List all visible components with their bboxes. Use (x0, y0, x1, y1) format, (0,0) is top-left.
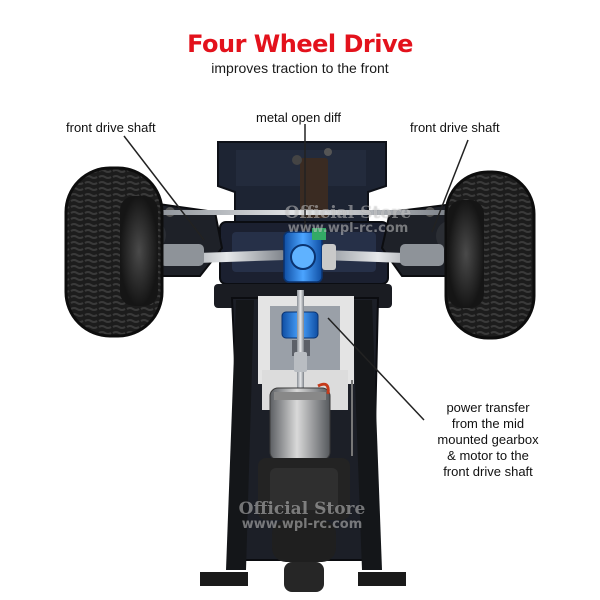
watermark-line1: Official Store (284, 203, 412, 223)
callout-right-front-drive-shaft: front drive shaft (410, 120, 500, 135)
headline-subtitle: improves traction to the front (211, 60, 389, 76)
headline-title: Four Wheel Drive (187, 30, 413, 58)
watermark: Official Store www.wpl-rc.com (222, 500, 382, 532)
watermark: Official Store www.wpl-rc.com (268, 204, 428, 236)
callout-power-transfer: power transfer from the mid mounted gear… (437, 400, 539, 479)
watermark-line1: Official Store (238, 499, 366, 519)
watermark-line2: www.wpl-rc.com (241, 517, 363, 532)
callout-left-front-drive-shaft: front drive shaft (66, 120, 156, 135)
callout-metal-open-diff: metal open diff (256, 110, 342, 125)
watermark-line2: www.wpl-rc.com (287, 221, 409, 236)
